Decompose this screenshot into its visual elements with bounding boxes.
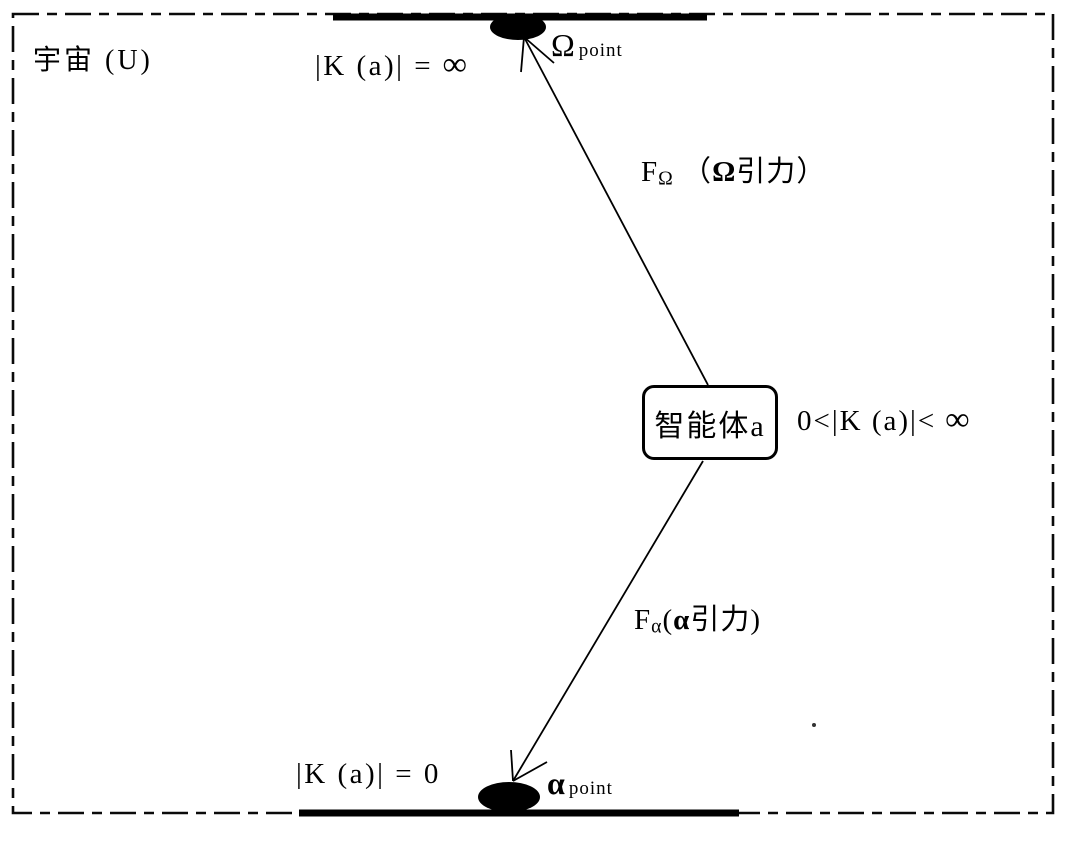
omega-force-line xyxy=(523,36,709,386)
omega-point-node xyxy=(490,14,546,40)
infinity-symbol: ∞ xyxy=(945,401,972,438)
force-base: F xyxy=(634,604,652,636)
k-infinity-text: |K (a)| = xyxy=(315,50,443,82)
force-text: 引力 xyxy=(690,604,751,636)
infinity-symbol: ∞ xyxy=(442,46,470,83)
force-subscript: Ω xyxy=(658,167,674,190)
k-infinity-label: |K (a)| = ∞ xyxy=(315,46,470,84)
k-zero-label: |K (a)| = 0 xyxy=(296,758,441,790)
paren-close: ) xyxy=(750,604,762,636)
force-text: 引力 xyxy=(736,156,797,188)
alpha-force-line xyxy=(512,460,704,782)
universe-label: 宇宙 (U) xyxy=(33,45,153,76)
k-range-text: 0<|K (a)|< xyxy=(797,405,946,437)
alpha-force-label: Fα(α引力) xyxy=(634,604,762,638)
alpha-bold-symbol: α xyxy=(673,604,691,636)
agent-node: 智能体a xyxy=(642,385,778,460)
alpha-point-node xyxy=(478,782,540,812)
alpha-point-text: point xyxy=(568,778,613,799)
artifact-dot xyxy=(812,723,816,727)
k-range-label: 0<|K (a)|< ∞ xyxy=(797,401,972,439)
alpha-arrow-tick-diagonal xyxy=(512,761,548,782)
omega-arrow-tick-diagonal xyxy=(523,36,555,64)
omega-arrow-tick-vertical xyxy=(520,36,525,73)
omega-symbol: Ω xyxy=(551,27,575,63)
omega-force-label: FΩ （Ω引力） xyxy=(641,156,827,190)
agent-label: 智能体a xyxy=(654,409,766,443)
omega-bold-symbol: Ω xyxy=(712,156,737,188)
paren-open: （ xyxy=(682,156,713,188)
paren-open: ( xyxy=(662,604,674,636)
omega-point-text: point xyxy=(578,40,623,61)
alpha-arrow-tick-vertical xyxy=(510,749,514,782)
paren-close: ） xyxy=(796,156,827,188)
force-base: F xyxy=(641,156,659,188)
force-subscript: α xyxy=(651,615,663,638)
alpha-symbol: α xyxy=(547,765,565,801)
